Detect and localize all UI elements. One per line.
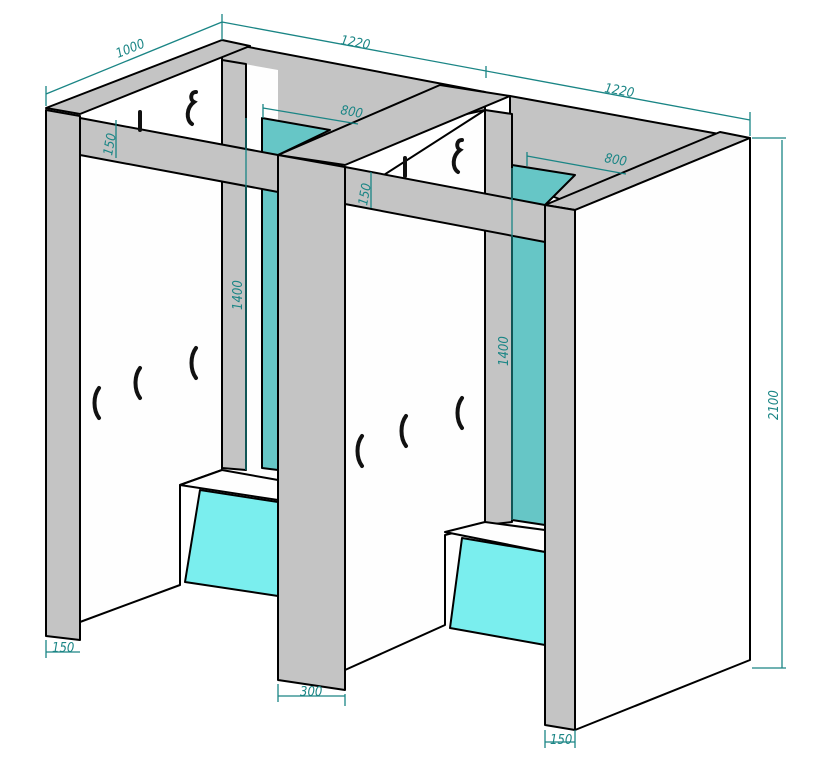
- dim-post-left: 150: [52, 641, 74, 656]
- post-middle: [277, 154, 346, 691]
- dim-total-height: 2100: [767, 390, 782, 420]
- post-right: [544, 204, 576, 731]
- top-rail-left: [45, 39, 251, 115]
- dim-mirror-height-right: 1400: [497, 336, 512, 366]
- hook-icons: [92, 90, 464, 468]
- dim-post-right: 150: [550, 733, 572, 748]
- dim-rail-right: 150: [356, 182, 375, 207]
- dim-mirror-left: 800: [339, 103, 364, 122]
- dim-width-right: 1220: [603, 81, 635, 101]
- back-panel-gray-left: [221, 59, 247, 471]
- back-panel-gray-right: [484, 109, 513, 526]
- dim-post-middle: 300: [300, 685, 322, 700]
- right-side-panel: [574, 137, 751, 731]
- dim-width-left: 1220: [339, 33, 371, 53]
- dimension-lines: [45, 14, 786, 748]
- dim-depth: 1000: [114, 37, 147, 62]
- bench-right-front: [449, 537, 546, 646]
- bench-left-front: [184, 489, 279, 597]
- post-left: [45, 109, 81, 641]
- dim-rail-left: 150: [101, 132, 120, 157]
- dim-mirror-height-left: 1400: [231, 280, 246, 310]
- top-rail-middle: [277, 84, 511, 166]
- dim-mirror-right: 800: [603, 151, 628, 170]
